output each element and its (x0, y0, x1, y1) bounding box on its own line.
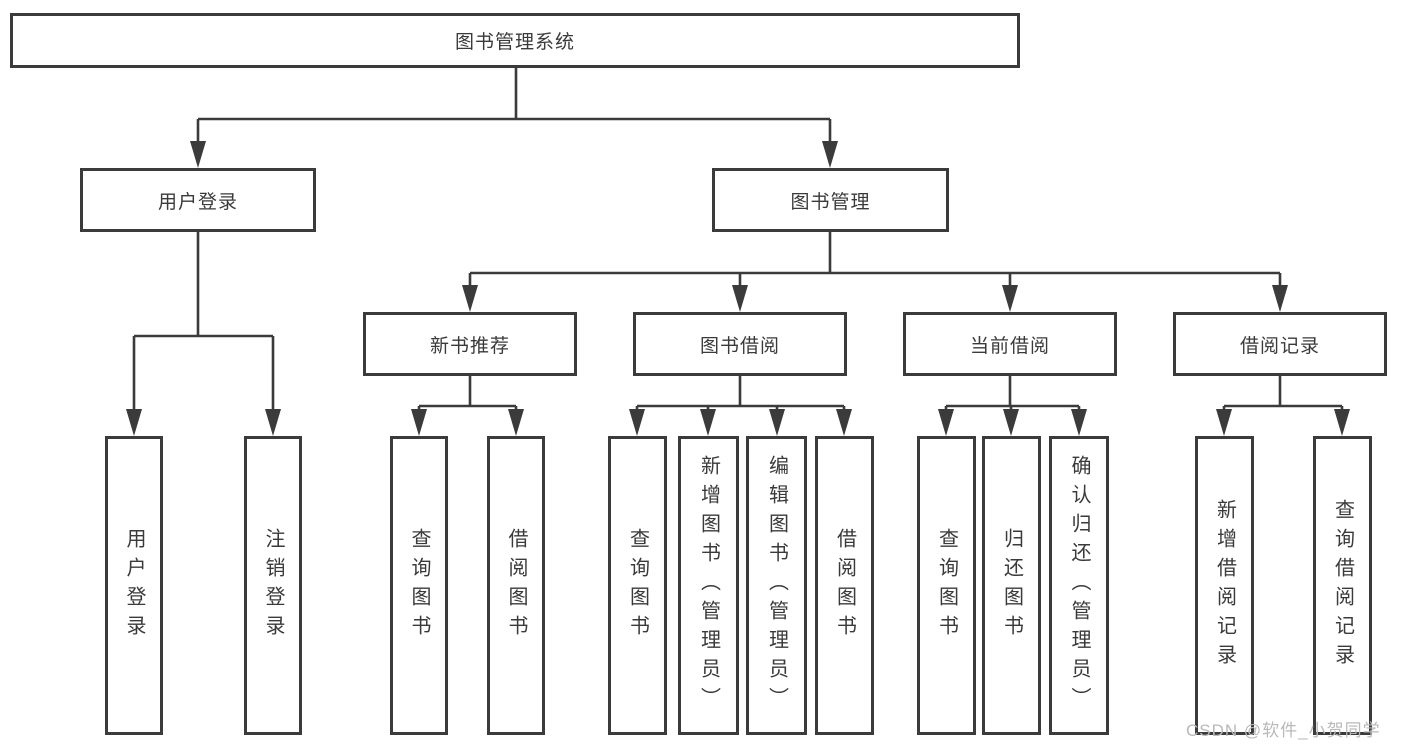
leaf-label: 新增借阅记录 (1213, 498, 1236, 673)
leaf-label: 借阅图书 (833, 527, 856, 644)
leaf-label: 编辑图书（管理员） (765, 455, 788, 716)
leaf-label: 查询图书 (626, 527, 649, 644)
leaf-label: 归还图书 (1000, 527, 1023, 644)
node-root-label: 图书管理系统 (454, 32, 575, 53)
csdn-watermark: CSDN @软件_小贺同学 (1186, 721, 1381, 740)
node-current-borrow: 当前借阅 (903, 312, 1117, 376)
connector-records (1222, 376, 1344, 414)
connector-user-login (132, 232, 275, 414)
leaf-logout: 注销登录 (244, 436, 302, 735)
node-borrow-records-label: 借阅记录 (1239, 335, 1320, 357)
connector-book-mgmt (468, 232, 1282, 290)
leaf-borrow-books-1: 借阅图书 (487, 436, 545, 735)
arrowheads (126, 141, 1350, 436)
node-current-borrow-label: 当前借阅 (969, 335, 1050, 357)
leaf-query-borrow-record: 查询借阅记录 (1313, 436, 1372, 735)
leaf-query-books-3: 查询图书 (917, 436, 976, 735)
leaf-label: 注销登录 (262, 527, 284, 644)
node-user-login: 用户登录 (80, 168, 316, 232)
node-user-login-label: 用户登录 (157, 191, 238, 213)
leaf-borrow-books-2: 借阅图书 (815, 436, 874, 735)
connector-new-book (417, 376, 518, 414)
leaf-label: 查询借阅记录 (1331, 498, 1354, 673)
node-new-book-rec-label: 新书推荐 (429, 335, 510, 357)
connector-current (944, 376, 1081, 414)
connector-borrowing (635, 376, 846, 414)
leaf-return-books: 归还图书 (982, 436, 1041, 735)
node-root: 图书管理系统 (10, 13, 1020, 68)
node-book-borrow: 图书借阅 (633, 312, 847, 376)
node-new-book-rec: 新书推荐 (363, 312, 577, 376)
leaf-label: 查询图书 (408, 527, 430, 644)
node-borrow-records: 借阅记录 (1173, 312, 1387, 376)
leaf-edit-books-admin: 编辑图书（管理员） (746, 436, 807, 735)
connector-root (196, 68, 832, 144)
leaf-label: 查询图书 (935, 527, 958, 644)
leaf-query-books-2: 查询图书 (608, 436, 667, 735)
leaf-add-borrow-record: 新增借阅记录 (1195, 436, 1254, 735)
leaf-add-books-admin: 新增图书（管理员） (678, 436, 739, 735)
leaf-label: 借阅图书 (505, 527, 527, 644)
node-book-mgmt: 图书管理 (712, 168, 949, 232)
leaf-user-login: 用户登录 (105, 436, 163, 735)
node-book-borrow-label: 图书借阅 (699, 335, 780, 357)
leaf-query-books-1: 查询图书 (390, 436, 448, 735)
leaf-label: 确认归还（管理员） (1068, 455, 1090, 716)
leaf-confirm-return-admin: 确认归还（管理员） (1049, 436, 1109, 735)
leaf-label: 新增图书（管理员） (697, 455, 720, 716)
node-book-mgmt-label: 图书管理 (790, 191, 871, 213)
leaf-label: 用户登录 (123, 527, 145, 644)
